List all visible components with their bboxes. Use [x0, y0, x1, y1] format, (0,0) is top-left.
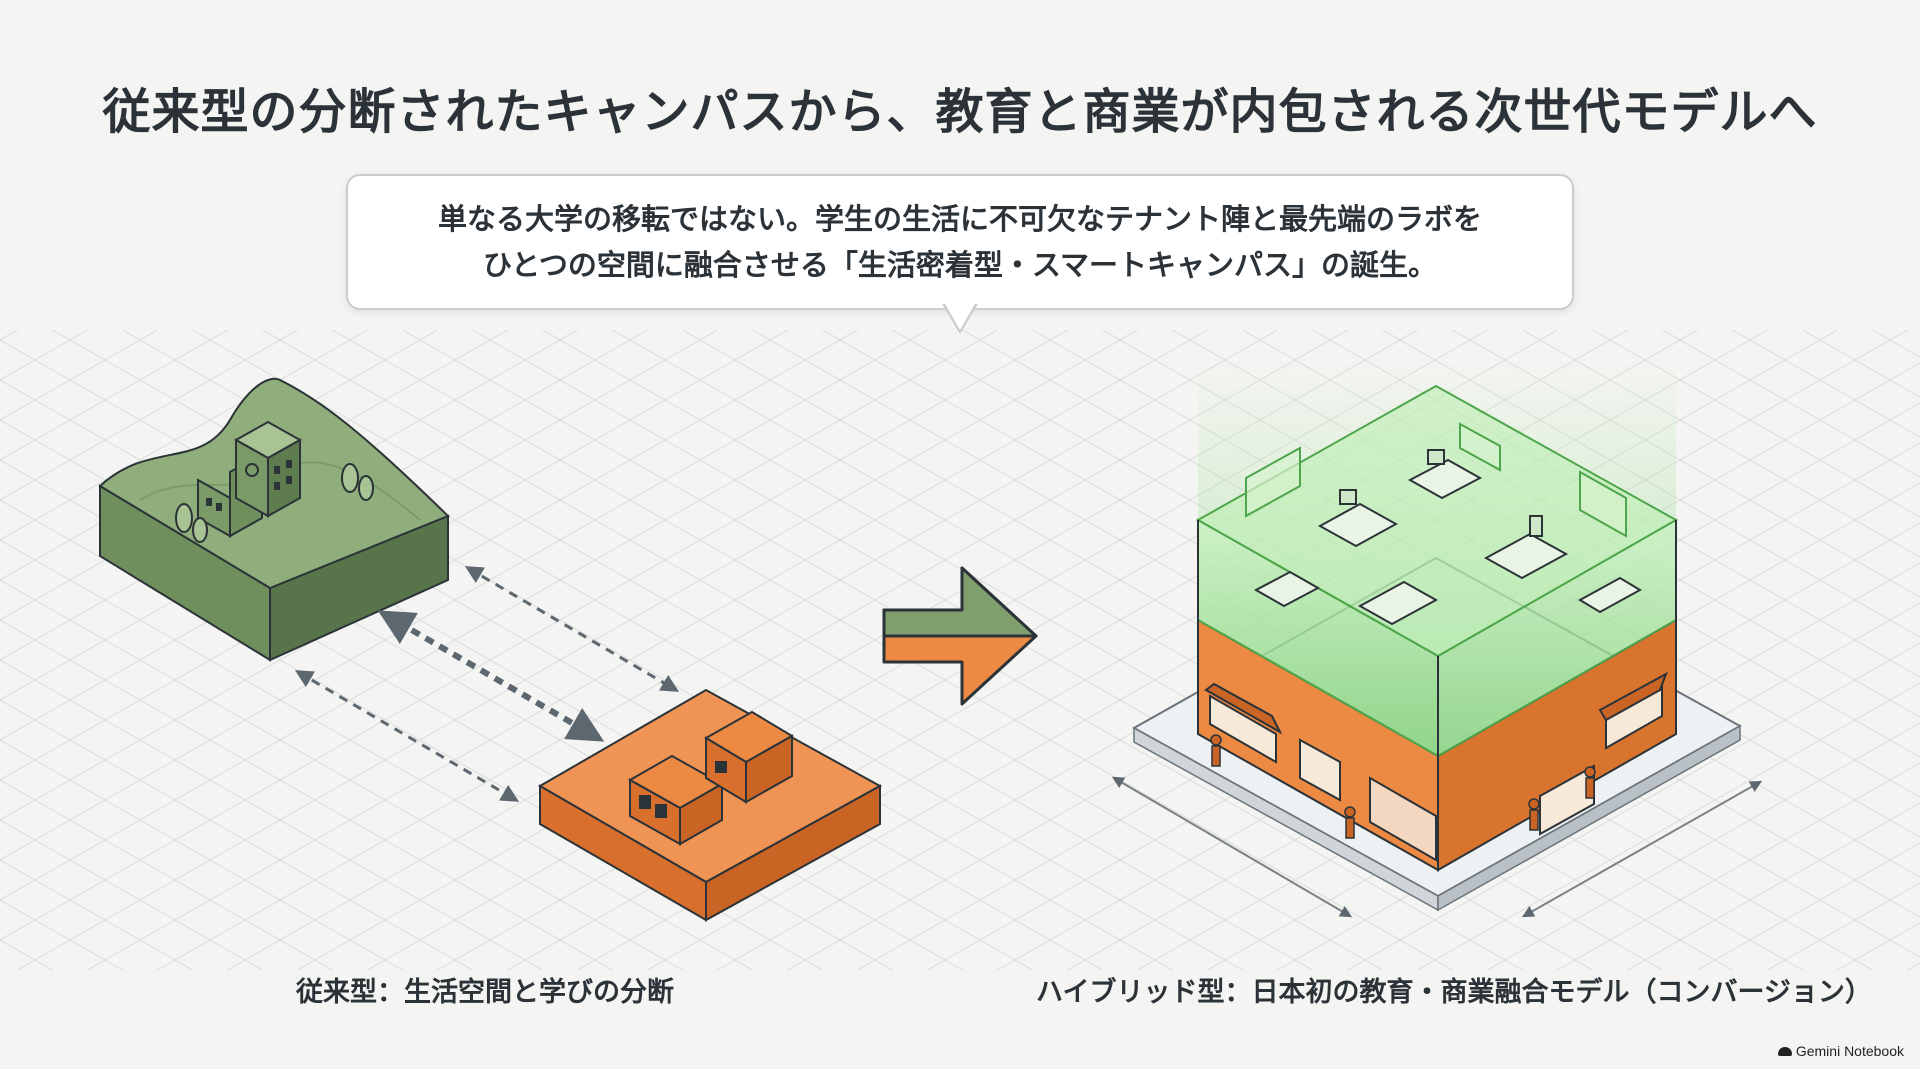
- hybrid-building: [1111, 360, 1763, 918]
- campus-building-icon: [197, 420, 303, 538]
- campus-hill-block: [98, 377, 450, 662]
- people-icons: [1210, 734, 1596, 839]
- notebook-logo-icon: [1777, 1046, 1792, 1056]
- caption-traditional: 従来型：生活空間と学びの分断: [296, 977, 674, 1008]
- commercial-block: [538, 688, 883, 922]
- callout-line-1: 単なる大学の移転ではない。学生の生活に不可欠なテナント陣と最先端のラボを: [437, 202, 1482, 236]
- callout-tail-fill: [944, 302, 976, 330]
- transition-arrow: [882, 566, 1038, 706]
- page-title: 従来型の分断されたキャンパスから、教育と商業が内包される次世代モデルへ: [102, 84, 1818, 140]
- brand-watermark: Gemini Notebook: [1777, 1043, 1904, 1059]
- lab-interior-icons: [1253, 449, 1643, 626]
- separation-arrows: [294, 566, 680, 802]
- shop-building-icon: [627, 710, 794, 846]
- wall-screen-icons: [1245, 422, 1627, 538]
- caption-hybrid: ハイブリッド型：日本初の教育・商業融合モデル（コンバージョン）: [1036, 977, 1872, 1008]
- storefront-icons: [1204, 671, 1668, 862]
- callout-line-2: ひとつの空間に融合させる「生活密着型・スマートキャンパス」の誕生。: [482, 248, 1438, 282]
- brand-label: Gemini Notebook: [1795, 1043, 1904, 1059]
- callout-box: 単なる大学の移転ではない。学生の生活に不可欠なテナント陣と最先端のラボを ひとつ…: [346, 174, 1574, 310]
- tree-icons: [175, 463, 374, 543]
